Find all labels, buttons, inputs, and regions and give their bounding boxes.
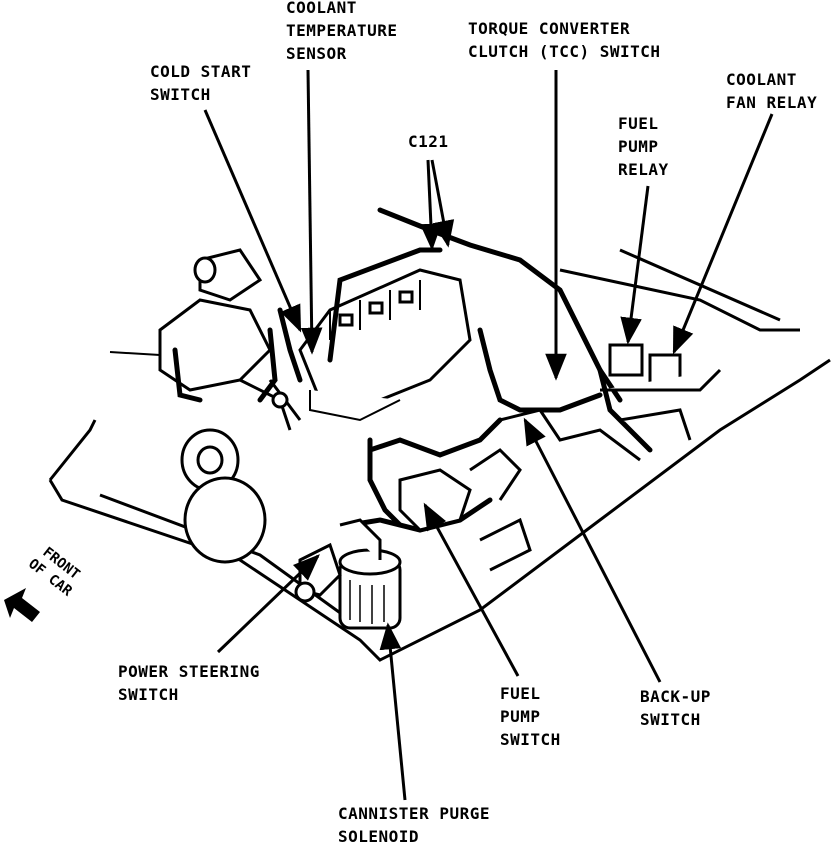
label-line: FUEL: [618, 114, 659, 133]
label-line: POWER STEERING: [118, 662, 260, 681]
label-line: COOLANT: [726, 70, 797, 89]
label-line: FUEL: [500, 684, 541, 703]
label-line: TEMPERATURE: [286, 21, 398, 40]
arrow-c121-right: [430, 159, 455, 248]
front-of-car-arrow: [4, 588, 40, 622]
label-back-up-switch: BACK-UP SWITCH: [640, 685, 711, 731]
arrow-fuel-pump-relay: [620, 185, 650, 345]
label-fuel-pump-switch: FUEL PUMP SWITCH: [500, 682, 561, 751]
label-line: COLD START: [150, 62, 252, 81]
arrow-coolant-fan-relay: [672, 113, 774, 355]
label-line: RELAY: [618, 160, 669, 179]
label-c121: C121: [408, 130, 449, 153]
label-line: PUMP: [500, 707, 541, 726]
label-line: TORQUE CONVERTER: [468, 19, 631, 38]
label-line: CANNISTER PURGE: [338, 804, 490, 823]
label-line: SWITCH: [640, 710, 701, 729]
label-line: C121: [408, 132, 449, 151]
arrow-coolant-temperature-sensor: [300, 69, 323, 355]
label-cannister-purge-solenoid: CANNISTER PURGE SOLENOID: [338, 802, 490, 848]
engine-block: [298, 268, 472, 422]
transmission: [109, 248, 302, 564]
label-line: SWITCH: [118, 685, 179, 704]
arrow-power-steering-switch: [216, 554, 320, 654]
label-line: PUMP: [618, 137, 659, 156]
arrow-cold-start-switch: [203, 109, 302, 333]
label-cold-start-switch: COLD START SWITCH: [150, 60, 251, 106]
label-coolant-fan-relay: COOLANT FAN RELAY: [726, 68, 817, 114]
canister-purge-solenoid-body: [338, 518, 402, 630]
label-line: SWITCH: [150, 85, 211, 104]
label-coolant-temperature-sensor: COOLANT TEMPERATURE SENSOR: [286, 0, 397, 65]
label-line: FAN RELAY: [726, 93, 818, 112]
arrow-c121-left: [420, 159, 442, 251]
arrow-back-up-switch: [523, 417, 662, 683]
arrow-cannister-purge-solenoid: [379, 622, 407, 801]
label-line: BACK-UP: [640, 687, 711, 706]
label-power-steering-switch: POWER STEERING SWITCH: [118, 660, 260, 706]
label-line: SENSOR: [286, 44, 347, 63]
label-line: COOLANT: [286, 0, 357, 17]
label-line: SWITCH: [500, 730, 561, 749]
label-line: CLUTCH (TCC) SWITCH: [468, 42, 661, 61]
label-fuel-pump-relay: FUEL PUMP RELAY: [618, 112, 669, 181]
power-steering-switch-body: [294, 542, 342, 603]
fuel-pump-switch-body: [398, 448, 522, 532]
label-line: SOLENOID: [338, 827, 420, 846]
arrow-fuel-pump-switch: [423, 502, 520, 677]
leader-lines: [203, 69, 774, 801]
label-tcc-switch: TORQUE CONVERTER CLUTCH (TCC) SWITCH: [468, 17, 661, 63]
relay-bracket: [600, 343, 722, 441]
